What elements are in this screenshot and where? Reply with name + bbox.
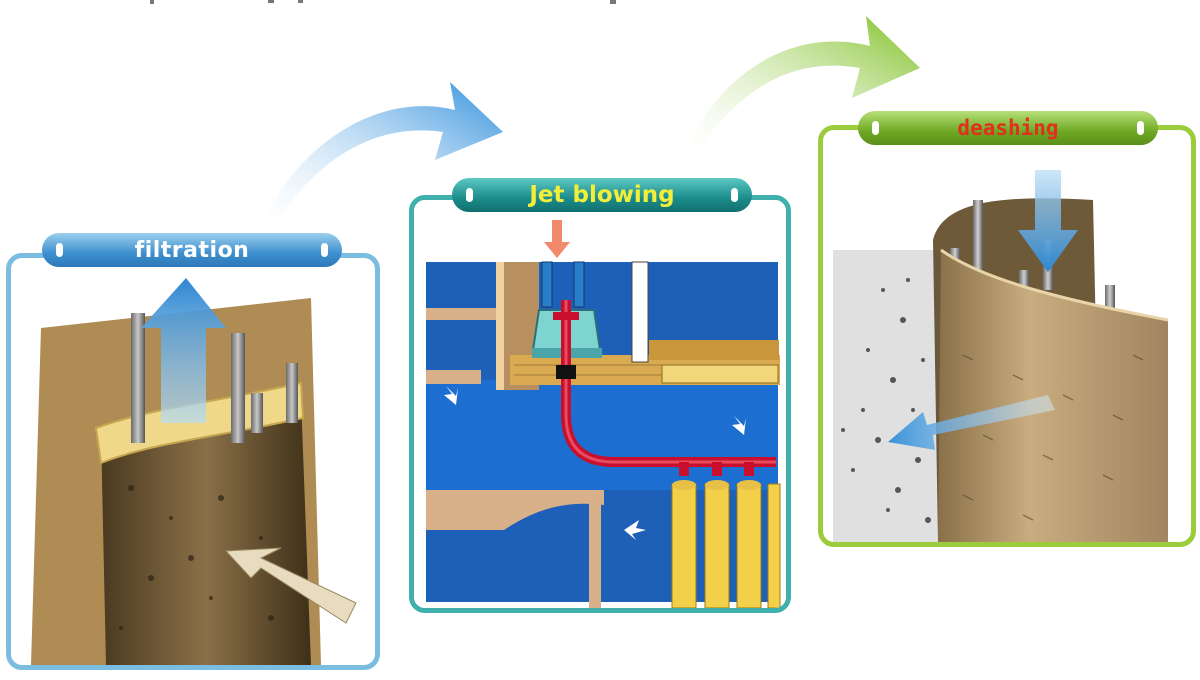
label-ring-hole	[872, 121, 879, 135]
arrow-filtration-to-jet	[265, 82, 503, 225]
step-label-text: deashing	[957, 116, 1059, 140]
step-label-deashing: deashing	[858, 111, 1158, 145]
label-ring-hole	[56, 243, 63, 257]
filtration-panel	[6, 253, 380, 670]
label-ring-hole	[731, 188, 738, 202]
arrow-jet-to-deashing	[688, 16, 920, 152]
step-label-text: filtration	[134, 237, 250, 263]
label-ring-hole	[321, 243, 328, 257]
filtration-illustration	[31, 278, 357, 665]
label-ring-hole	[466, 188, 473, 202]
step-label-text: Jet blowing	[529, 182, 675, 208]
deashing-illustration	[833, 170, 1169, 542]
cropped-caption-remnant	[150, 0, 616, 4]
step-label-jet-blowing: Jet blowing	[452, 178, 752, 212]
step-label-filtration: filtration	[42, 233, 342, 267]
label-ring-hole	[1137, 121, 1144, 135]
jet-blowing-illustration	[414, 200, 786, 608]
jet-blowing-panel	[409, 195, 791, 613]
deashing-panel	[818, 125, 1196, 547]
